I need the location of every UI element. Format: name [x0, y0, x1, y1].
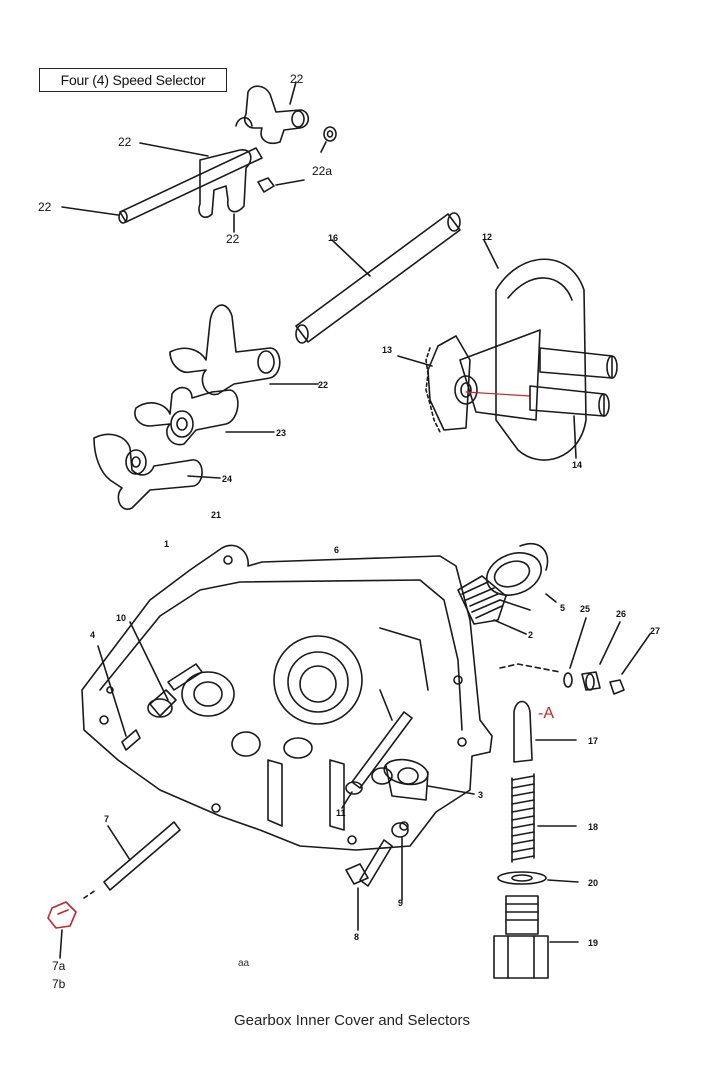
needle-roller-bearing-2 [457, 575, 507, 625]
washer-9 [391, 822, 409, 838]
label-7b: 7b [52, 977, 66, 991]
label-16: 16 [328, 233, 338, 243]
stud-7-group [47, 821, 181, 959]
selector-fork-assembly [93, 304, 319, 510]
nut-22a-lower [257, 177, 275, 193]
fasteners [97, 621, 475, 931]
nut-22a-upper [323, 126, 337, 142]
fork-23 [134, 386, 239, 446]
label-5: 5 [560, 603, 565, 613]
diagram-caption: Gearbox Inner Cover and Selectors [234, 1012, 470, 1029]
shaft-16 [295, 212, 461, 344]
spring-18 [511, 775, 535, 861]
label-17: 17 [588, 736, 598, 746]
label-24: 24 [222, 474, 232, 484]
part-labels: 22 22 22 22 22a 16 12 13 14 22 23 24 21 … [38, 72, 660, 991]
bore-main [273, 635, 363, 725]
red-pointer-line [465, 391, 531, 397]
label-3: 3 [478, 790, 483, 800]
inner-cover-casting [81, 544, 493, 851]
bolt-10 [167, 663, 203, 691]
bearing-and-seal [457, 543, 557, 635]
label-25: 25 [580, 604, 590, 614]
diagram-title: Four (4) Speed Selector [39, 68, 227, 92]
washer-20 [497, 871, 547, 885]
label-22-rod: 22 [118, 135, 132, 149]
label-22a: 22a [312, 164, 332, 178]
stud-7 [103, 821, 181, 891]
bolt-8 [359, 839, 393, 887]
nut-7a [47, 901, 77, 929]
bolt-11 [351, 711, 413, 789]
label-23: 23 [276, 428, 286, 438]
page-code: aa [238, 958, 250, 969]
selector-rod [119, 147, 263, 223]
label-4: 4 [90, 630, 95, 640]
small-parts [499, 617, 651, 695]
label-2: 2 [528, 630, 533, 640]
pin-lower [529, 385, 605, 417]
oil-seal-5 [486, 552, 542, 596]
selector-fork-upper [243, 85, 310, 144]
quadrant-plate-group [397, 239, 618, 461]
sector-gear-13 [427, 335, 471, 431]
stud-4 [121, 729, 141, 751]
label-22-assembly: 22 [318, 380, 328, 390]
label-9: 9 [398, 898, 403, 908]
plug-19 [505, 895, 539, 935]
boss-left [181, 671, 235, 717]
detent-plunger-assembly [493, 700, 579, 979]
label-1: 1 [164, 539, 169, 549]
plunger-17 [513, 700, 533, 763]
label-6: 6 [334, 545, 339, 555]
label-14: 14 [572, 460, 582, 470]
pin-upper [539, 347, 613, 379]
label-27: 27 [650, 626, 660, 636]
selector-fork-lower [198, 149, 252, 219]
cover-outline [81, 544, 493, 851]
fork-24 [93, 433, 203, 510]
label-22-top: 22 [290, 72, 304, 86]
label-20: 20 [588, 878, 598, 888]
label-7a: 7a [52, 959, 66, 973]
label-8: 8 [354, 932, 359, 942]
nut-27 [609, 679, 625, 695]
label-19: 19 [588, 938, 598, 948]
washer-25 [563, 672, 573, 688]
label-26: 26 [616, 609, 626, 619]
label-21: 21 [211, 510, 221, 520]
label-7: 7 [104, 814, 109, 824]
label-10: 10 [116, 613, 126, 623]
label-11: 11 [336, 808, 346, 818]
quadrant-plate-12 [495, 258, 587, 461]
bush-26 [581, 671, 601, 691]
fork-22 [169, 304, 281, 396]
label-22-left: 22 [38, 200, 52, 214]
label-13: 13 [382, 345, 392, 355]
label-12: 12 [482, 232, 492, 242]
label-A: -A [538, 705, 554, 722]
four-speed-selector-group [61, 81, 337, 233]
label-22-bottom: 22 [226, 232, 240, 246]
label-18: 18 [588, 822, 598, 832]
